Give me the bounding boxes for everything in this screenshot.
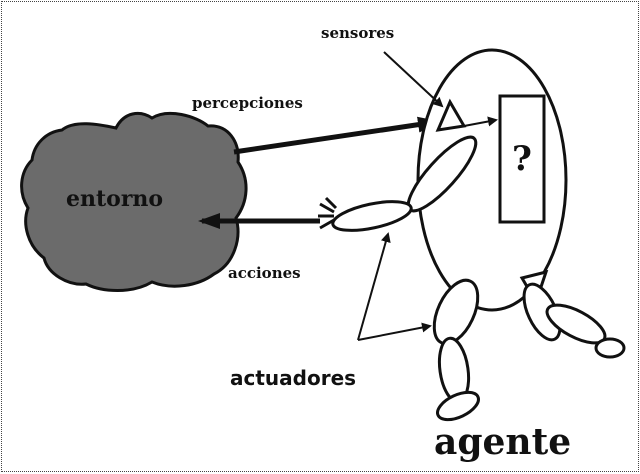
sensores-pointer: [383, 51, 444, 108]
agente-label: agente: [434, 421, 572, 463]
environment-blob: [20, 111, 248, 292]
unknown-mark: ?: [512, 139, 532, 179]
acciones-label: acciones: [228, 264, 301, 282]
actuadores-pointer-arm: [357, 232, 391, 341]
sensores-label: sensores: [321, 24, 395, 42]
entorno-label: entorno: [66, 186, 164, 212]
sensor-triangle: [435, 98, 467, 132]
percepciones-label: percepciones: [192, 94, 303, 112]
agent-left-foot: [436, 390, 480, 422]
actuadores-pointer-leg: [357, 322, 432, 341]
agent-left-thigh: [432, 278, 480, 346]
internal-arrow: [463, 116, 498, 127]
agent-right-foot: [594, 337, 626, 359]
processing-box: [498, 94, 546, 224]
perception-arrow: [233, 116, 440, 155]
agent-forearm: [331, 200, 413, 232]
actuadores-label: actuadores: [230, 366, 357, 390]
agent-hand: [318, 196, 338, 230]
